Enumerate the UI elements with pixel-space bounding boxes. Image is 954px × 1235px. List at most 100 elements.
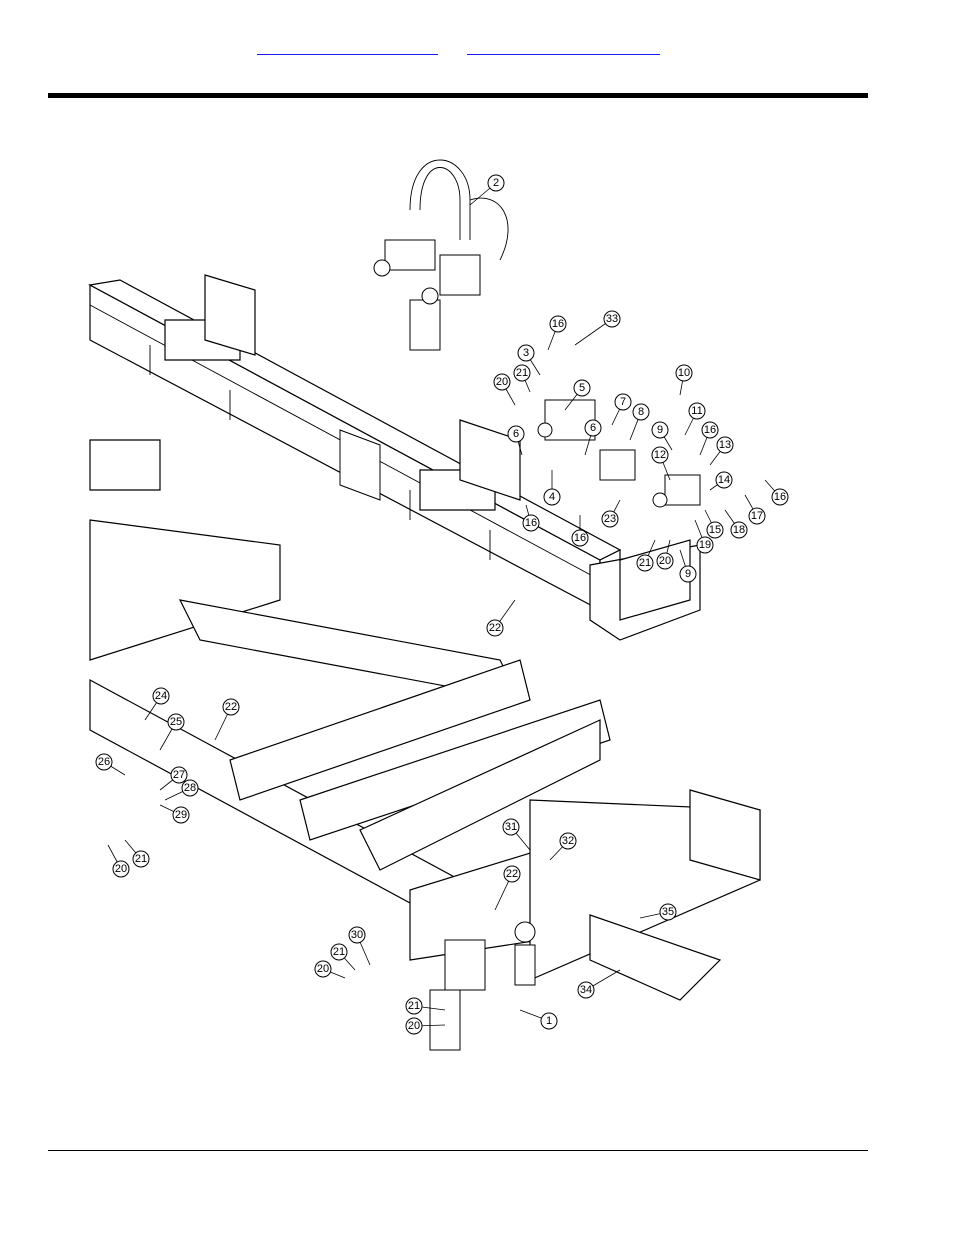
callout-bubble xyxy=(172,806,190,824)
valve-assembly-bottom xyxy=(429,921,536,1051)
callout-20: 20 xyxy=(493,373,516,406)
callout-21: 21 xyxy=(513,364,531,393)
callout-bubble xyxy=(405,1017,423,1035)
callout-label: 6 xyxy=(513,428,519,440)
callout-bubble xyxy=(651,446,669,464)
callout-20: 20 xyxy=(107,844,130,878)
callout-label: 34 xyxy=(580,984,592,996)
callout-label: 19 xyxy=(699,539,711,551)
callout-bubble xyxy=(549,315,567,333)
header-rule xyxy=(48,93,868,98)
callout-label: 13 xyxy=(719,439,731,451)
callout-bubble xyxy=(601,510,619,528)
callout-bubble xyxy=(573,379,591,397)
callout-bubble xyxy=(502,818,520,836)
callout-12: 12 xyxy=(651,446,671,481)
callout-label: 20 xyxy=(317,963,329,975)
callout-30: 30 xyxy=(348,926,371,966)
callout-label: 20 xyxy=(659,555,671,567)
callout-16: 16 xyxy=(547,315,567,351)
callout-label: 22 xyxy=(225,701,237,713)
callout-label: 15 xyxy=(709,524,721,536)
callout-label: 5 xyxy=(579,382,585,394)
callout-bubble xyxy=(730,521,748,539)
callout-bubble xyxy=(170,766,188,784)
callout-label: 28 xyxy=(184,782,196,794)
callout-21: 21 xyxy=(636,539,656,572)
header-link-left[interactable] xyxy=(257,40,438,55)
callout-label: 11 xyxy=(691,405,702,417)
callout-bubble xyxy=(656,552,674,570)
callout-bubble xyxy=(487,174,505,192)
callout-label: 8 xyxy=(638,406,644,418)
callout-label: 22 xyxy=(489,622,501,634)
callout-3: 3 xyxy=(517,344,541,376)
callout-label: 20 xyxy=(496,376,508,388)
callout-label: 20 xyxy=(115,863,127,875)
callout-bubble xyxy=(513,364,531,382)
callout-2: 2 xyxy=(469,174,505,206)
callout-label: 22 xyxy=(506,868,518,880)
callout-13: 13 xyxy=(709,436,734,466)
callout-label: 18 xyxy=(733,524,745,536)
callout-bubble xyxy=(659,903,677,921)
callout-28: 28 xyxy=(164,779,199,801)
callout-bubble xyxy=(706,521,724,539)
callout-bubble xyxy=(603,310,621,328)
callout-29: 29 xyxy=(159,804,190,824)
callout-22: 22 xyxy=(214,698,240,741)
callout-22: 22 xyxy=(494,865,521,911)
callout-label: 23 xyxy=(604,513,616,525)
callout-bubble xyxy=(493,373,511,391)
callout-20: 20 xyxy=(656,539,674,570)
callout-label: 29 xyxy=(175,809,187,821)
callout-9: 9 xyxy=(679,549,697,583)
callout-16: 16 xyxy=(764,479,789,506)
callout-label: 16 xyxy=(774,491,786,503)
callout-bubble xyxy=(559,832,577,850)
callout-label: 9 xyxy=(685,568,691,580)
callout-label: 2 xyxy=(493,177,499,189)
callout-bubble xyxy=(222,698,240,716)
footer-rule xyxy=(48,1150,868,1151)
callout-7: 7 xyxy=(611,393,632,426)
callout-bubble xyxy=(679,565,697,583)
callout-label: 12 xyxy=(654,449,666,461)
callout-bubble xyxy=(314,960,332,978)
callout-9: 9 xyxy=(651,421,673,451)
callout-22: 22 xyxy=(486,599,516,637)
callout-bubble xyxy=(181,779,199,797)
callout-label: 30 xyxy=(351,929,363,941)
callout-label: 24 xyxy=(155,690,167,702)
callout-label: 1 xyxy=(546,1015,552,1027)
callout-bubble xyxy=(486,619,504,637)
callout-34: 34 xyxy=(577,969,621,999)
callout-17: 17 xyxy=(744,494,766,525)
callout-label: 21 xyxy=(135,853,147,865)
callout-20: 20 xyxy=(314,960,346,979)
callout-label: 3 xyxy=(523,347,529,359)
callout-bubble xyxy=(503,865,521,883)
callout-label: 32 xyxy=(562,835,574,847)
callout-6: 6 xyxy=(507,425,525,456)
callout-label: 14 xyxy=(718,474,730,486)
callout-bubble xyxy=(716,436,734,454)
callout-5: 5 xyxy=(564,379,591,411)
callout-16: 16 xyxy=(699,421,719,456)
callout-20: 20 xyxy=(405,1017,446,1035)
callout-bubble xyxy=(152,687,170,705)
callout-bubble xyxy=(540,1012,558,1030)
callout-21: 21 xyxy=(405,997,446,1015)
callout-label: 16 xyxy=(552,318,564,330)
callout-bubble xyxy=(675,364,693,382)
callout-label: 20 xyxy=(408,1020,420,1032)
callout-bubble xyxy=(517,344,535,362)
callout-4: 4 xyxy=(543,470,561,506)
callout-bubble xyxy=(330,943,348,961)
callout-label: 4 xyxy=(549,491,555,503)
callout-19: 19 xyxy=(694,519,714,554)
callout-bubble xyxy=(748,507,766,525)
callout-label: 21 xyxy=(516,367,528,379)
header-link-right[interactable] xyxy=(467,40,660,55)
callout-bubble xyxy=(696,536,714,554)
